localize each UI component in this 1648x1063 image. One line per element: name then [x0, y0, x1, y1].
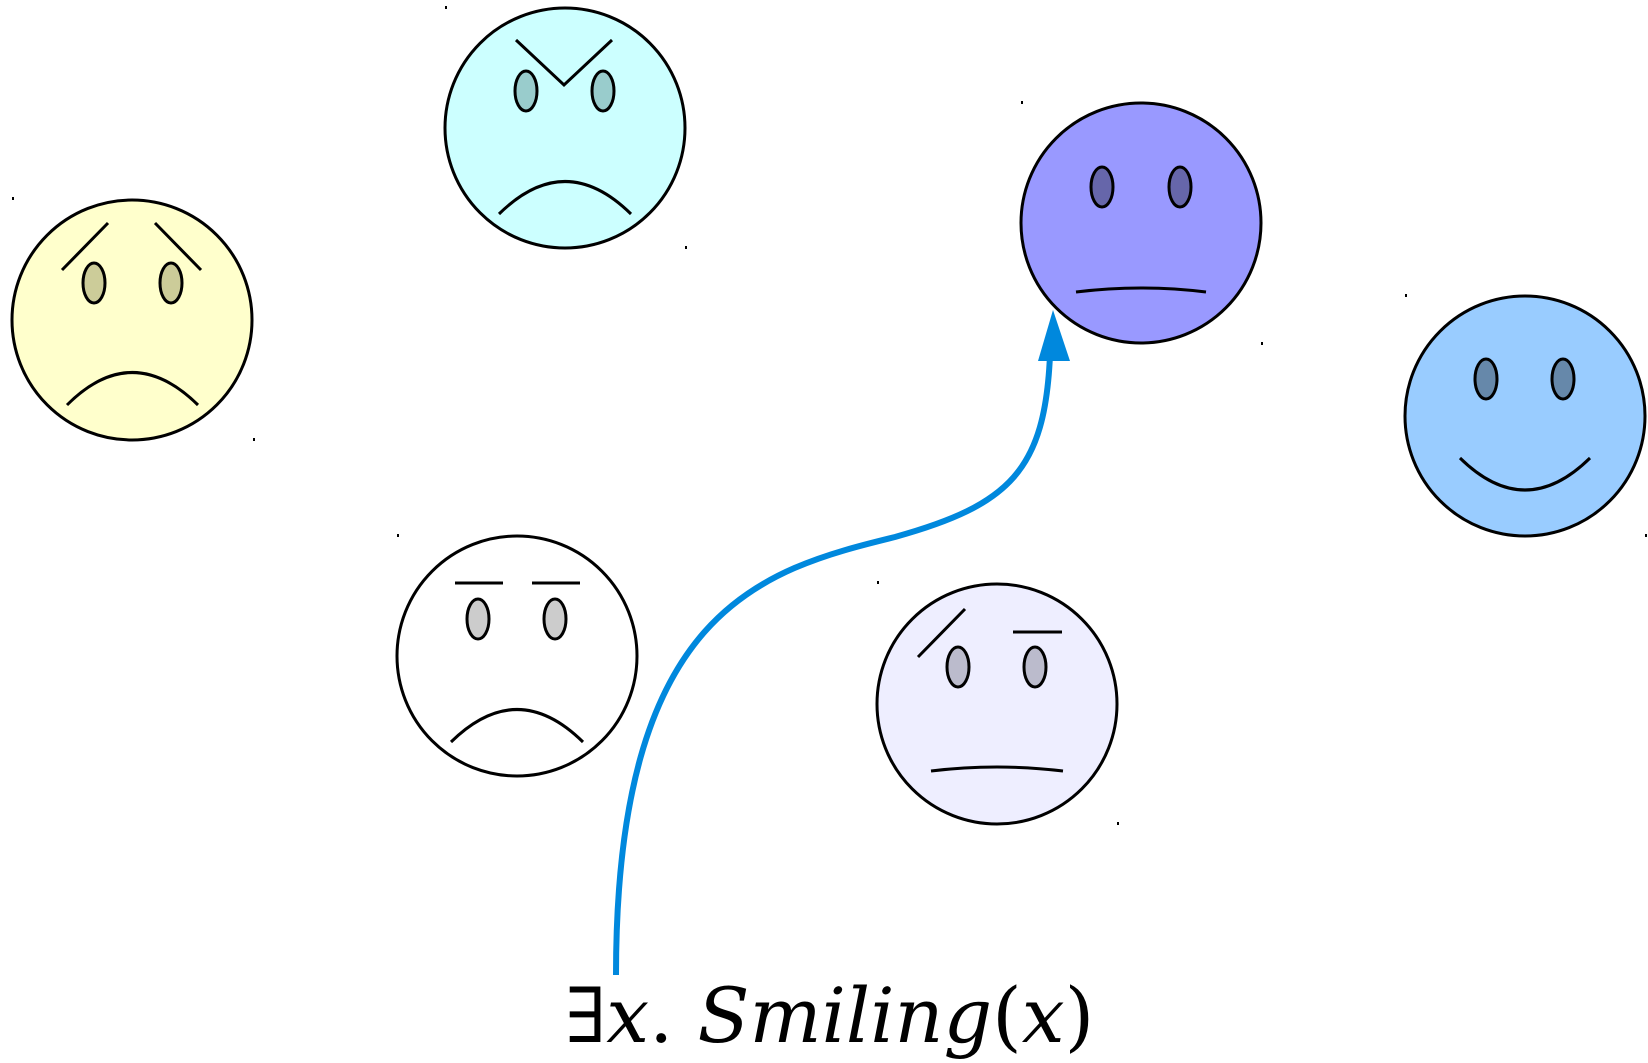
right-eye	[590, 69, 616, 113]
mouth-frown	[497, 180, 633, 216]
smiling-blue-face	[1403, 294, 1647, 538]
face-circle	[395, 534, 639, 778]
open-paren: (	[992, 971, 1022, 1060]
exists-quantifier: ∃	[565, 971, 607, 1060]
left-eye	[1089, 165, 1115, 209]
witness-arrow	[613, 310, 1070, 976]
neutral-purple-face	[1019, 101, 1263, 345]
left-eye	[945, 645, 971, 689]
arrow-shaft	[613, 354, 1053, 976]
skeptical-lavender-face	[875, 582, 1119, 826]
face-circle	[1403, 294, 1647, 538]
close-paren: )	[1064, 971, 1095, 1060]
bound-variable: x	[606, 971, 650, 1060]
face-circle	[10, 198, 254, 442]
right-brow	[153, 221, 203, 272]
face-circle	[443, 6, 687, 250]
face-circle	[875, 582, 1119, 826]
existential-formula: ∃x. Smiling(x)	[565, 978, 1094, 1054]
face-circle	[1019, 101, 1263, 345]
right-eye	[1022, 645, 1048, 689]
worried-yellow-face	[10, 198, 254, 442]
left-eye	[1473, 357, 1499, 401]
left-brow	[916, 607, 967, 659]
left-eye	[81, 261, 107, 305]
mouth-smile	[1458, 456, 1592, 492]
left-brow	[60, 221, 110, 272]
predicate-name: Smiling	[697, 971, 993, 1060]
right-eye	[1167, 165, 1193, 209]
mouth-flat	[1075, 286, 1207, 294]
arrow-head	[1038, 310, 1070, 361]
angry-cyan-face	[443, 6, 687, 250]
right-eye	[1550, 357, 1576, 401]
sad-white-face	[395, 534, 639, 778]
formula-dot: .	[649, 971, 674, 1060]
predicate-argument: x	[1021, 971, 1065, 1060]
mouth-flat	[930, 765, 1064, 773]
mouth-frown	[449, 708, 585, 744]
left-eye	[465, 597, 491, 641]
right-eye	[158, 261, 184, 305]
left-eye	[513, 69, 539, 113]
corner-marks	[12, 6, 1647, 825]
angry-brows	[514, 38, 614, 88]
right-eye	[542, 597, 568, 641]
mouth-frown	[65, 371, 200, 407]
